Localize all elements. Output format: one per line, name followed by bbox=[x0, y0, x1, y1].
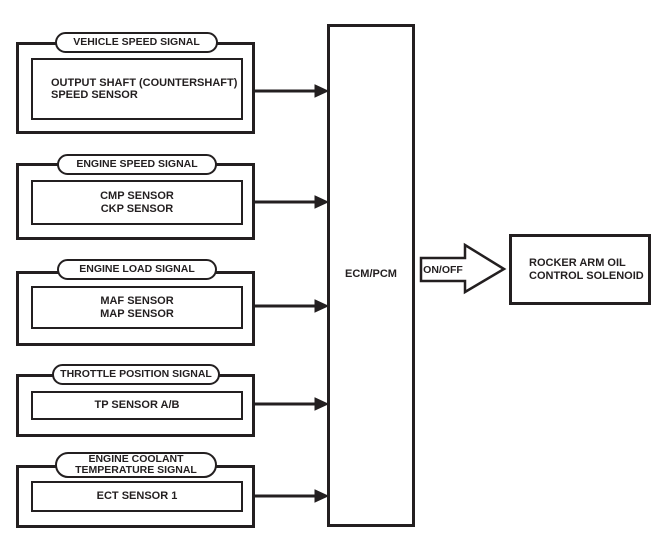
signal-pill-vehicle-speed: VEHICLE SPEED SIGNAL bbox=[55, 32, 218, 53]
sensor-box-tp: TP SENSOR A/B bbox=[31, 391, 243, 420]
sensor-label-line: CKP SENSOR bbox=[100, 202, 174, 215]
sensor-label-line: MAF SENSOR bbox=[100, 295, 174, 307]
rocker-arm-solenoid-box: ROCKER ARM OIL CONTROL SOLENOID bbox=[509, 234, 651, 305]
output-label-line: ROCKER ARM OIL bbox=[529, 256, 626, 269]
sensor-label-line: ECT SENSOR 1 bbox=[96, 490, 178, 503]
signal-label: ENGINE SPEED SIGNAL bbox=[76, 158, 198, 170]
sensor-label-line: TP SENSOR A/B bbox=[94, 399, 180, 412]
output-label-line: CONTROL SOLENOID bbox=[529, 269, 644, 282]
ecm-pcm-box: ECM/PCM bbox=[327, 24, 415, 527]
sensor-label-line: SPEED SENSOR bbox=[51, 89, 138, 101]
signal-label: VEHICLE SPEED SIGNAL bbox=[73, 36, 200, 48]
sensor-box-cmp-ckp: CMP SENSOR CKP SENSOR bbox=[31, 180, 243, 225]
sensor-label-line: OUTPUT SHAFT (COUNTERSHAFT) bbox=[51, 76, 238, 89]
signal-label-line: ENGINE COOLANT bbox=[88, 453, 184, 465]
on-off-label: ON/OFF bbox=[423, 263, 463, 276]
signal-pill-throttle-position: THROTTLE POSITION SIGNAL bbox=[52, 364, 220, 385]
signal-label-line: TEMPERATURE SIGNAL bbox=[75, 464, 197, 476]
signal-label: THROTTLE POSITION SIGNAL bbox=[60, 368, 212, 380]
ecm-pcm-label: ECM/PCM bbox=[345, 268, 397, 280]
sensor-box-maf-map: MAF SENSOR MAP SENSOR bbox=[31, 286, 243, 329]
sensor-box-ect: ECT SENSOR 1 bbox=[31, 481, 243, 512]
input-arrows bbox=[254, 84, 330, 503]
sensor-label-line: CMP SENSOR bbox=[100, 190, 174, 202]
sensor-box-output-shaft: OUTPUT SHAFT (COUNTERSHAFT) SPEED SENSOR bbox=[31, 58, 243, 120]
signal-pill-engine-speed: ENGINE SPEED SIGNAL bbox=[57, 154, 217, 175]
signal-pill-engine-load: ENGINE LOAD SIGNAL bbox=[57, 259, 217, 280]
sensor-label-line: MAP SENSOR bbox=[100, 307, 174, 320]
signal-pill-coolant-temp: ENGINE COOLANT TEMPERATURE SIGNAL bbox=[55, 452, 217, 478]
signal-label: ENGINE LOAD SIGNAL bbox=[79, 263, 195, 275]
